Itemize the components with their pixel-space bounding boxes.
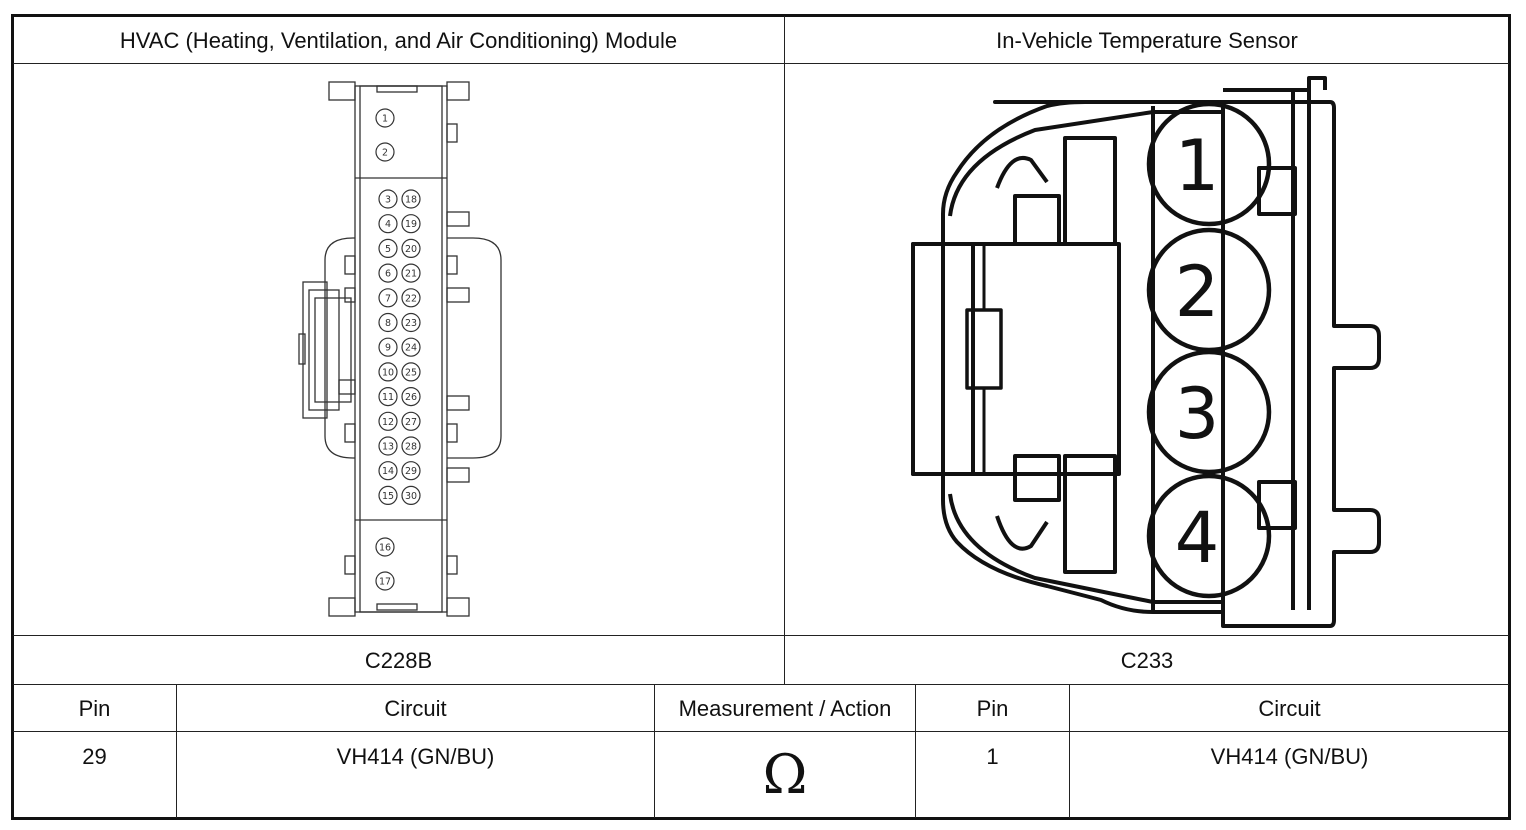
hvac-pin-label: 21	[405, 269, 417, 280]
hvac-pin-circle	[378, 337, 398, 357]
row-pin-left: 29	[82, 744, 107, 769]
hvac-pin-circle	[378, 214, 398, 234]
hvac-connector-face: 1234567891011121314151819202122232425262…	[298, 81, 502, 617]
hvac-pin-label: 24	[405, 343, 417, 354]
col-divider-2	[654, 684, 655, 818]
sensor-pin-2: 2	[1175, 251, 1220, 333]
hvac-pin-label: 15	[382, 491, 394, 502]
hvac-pin-circle	[378, 411, 398, 431]
hvac-pin-circle	[401, 362, 421, 382]
hvac-pin-circle	[375, 108, 395, 128]
header-row-line	[13, 63, 1509, 64]
hvac-pin-label: 26	[405, 392, 417, 403]
hvac-pin-label: 8	[385, 318, 391, 329]
hvac-pin-label: 11	[382, 392, 394, 403]
hvac-pin-label: 4	[385, 219, 391, 230]
hvac-pin-circle	[401, 263, 421, 283]
hvac-pin-circle	[378, 362, 398, 382]
row-circuit-right: VH414 (GN/BU)	[1210, 744, 1369, 769]
hvac-pin-circle	[401, 485, 421, 505]
col-divider-4	[1069, 684, 1070, 818]
hvac-pin-circle	[401, 461, 421, 481]
sensor-pin-3: 3	[1175, 373, 1220, 455]
hvac-pin-circle	[375, 571, 395, 591]
hvac-pin-label: 19	[405, 219, 417, 230]
hvac-pin-label: 7	[385, 293, 391, 304]
hvac-pin-label: 17	[379, 577, 391, 588]
hvac-pin-label: 9	[385, 343, 391, 354]
header-pin-right: Pin	[976, 696, 1009, 721]
hvac-pin-circle	[401, 411, 421, 431]
hvac-module-title: HVAC (Heating, Ventilation, and Air Cond…	[119, 28, 678, 53]
hvac-pin-circle	[401, 238, 421, 258]
hvac-pin-label: 22	[405, 293, 417, 304]
col-divider-3	[915, 684, 916, 818]
hvac-pin-label: 3	[385, 195, 391, 206]
hvac-pin-circle	[401, 337, 421, 357]
sensor-connector-face: 1 2 3 4	[911, 76, 1381, 628]
hvac-pin-label: 20	[405, 244, 417, 255]
connector-row-line	[13, 684, 1509, 685]
hvac-pin-label: 12	[382, 417, 394, 428]
hvac-pin-circle	[401, 436, 421, 456]
row-circuit-left: VH414 (GN/BU)	[336, 744, 495, 769]
hvac-pin-label: 25	[405, 367, 417, 378]
hvac-pin-label: 10	[382, 367, 394, 378]
connector-table-frame	[11, 14, 1511, 820]
hvac-pin-label: 5	[385, 244, 391, 255]
hvac-pin-circle	[378, 189, 398, 209]
hvac-pin-label: 16	[379, 543, 391, 554]
hvac-pin-circle	[378, 238, 398, 258]
hvac-pin-label: 6	[385, 269, 391, 280]
header-divider	[784, 16, 785, 685]
hvac-pin-circle	[378, 263, 398, 283]
hvac-pin-circle	[401, 288, 421, 308]
hvac-pin-label: 29	[405, 466, 417, 477]
ohm-measurement-symbol: Ω	[762, 743, 808, 806]
hvac-pin-label: 1	[382, 114, 388, 125]
temperature-sensor-title: In-Vehicle Temperature Sensor	[996, 28, 1298, 53]
hvac-pin-label: 30	[405, 491, 417, 502]
hvac-pin-label: 28	[405, 442, 417, 453]
hvac-pin-label: 27	[405, 417, 417, 428]
hvac-pin-label: 23	[405, 318, 417, 329]
header-pin-left: Pin	[78, 696, 111, 721]
connector-label-c228b: C228B	[364, 648, 433, 673]
hvac-pin-circle	[401, 189, 421, 209]
hvac-pin-circle	[401, 214, 421, 234]
hvac-pin-circle	[378, 485, 398, 505]
hvac-pin-circle	[378, 461, 398, 481]
table-header-line	[13, 731, 1509, 732]
hvac-pin-label: 2	[382, 148, 388, 159]
diagram-row-line	[13, 635, 1509, 636]
hvac-pin-circle	[378, 312, 398, 333]
row-pin-right: 1	[986, 744, 999, 769]
hvac-pin-label: 14	[382, 466, 394, 477]
header-circuit-left: Circuit	[384, 696, 447, 721]
hvac-pin-circle	[378, 387, 398, 407]
hvac-pin-circle	[375, 537, 395, 557]
sensor-pin-1: 1	[1175, 125, 1220, 207]
hvac-pin-circle	[401, 312, 421, 333]
sensor-pin-4: 4	[1175, 497, 1220, 579]
header-measurement: Measurement / Action	[678, 696, 892, 721]
hvac-pin-circle	[375, 142, 395, 162]
hvac-pin-circle	[401, 387, 421, 407]
hvac-pin-label: 18	[405, 195, 417, 206]
header-circuit-right: Circuit	[1258, 696, 1321, 721]
col-divider-1	[176, 684, 177, 818]
connector-label-c233: C233	[1120, 648, 1174, 673]
hvac-pin-circle	[378, 436, 398, 456]
hvac-pin-circle	[378, 288, 398, 308]
hvac-pin-label: 13	[382, 442, 394, 453]
